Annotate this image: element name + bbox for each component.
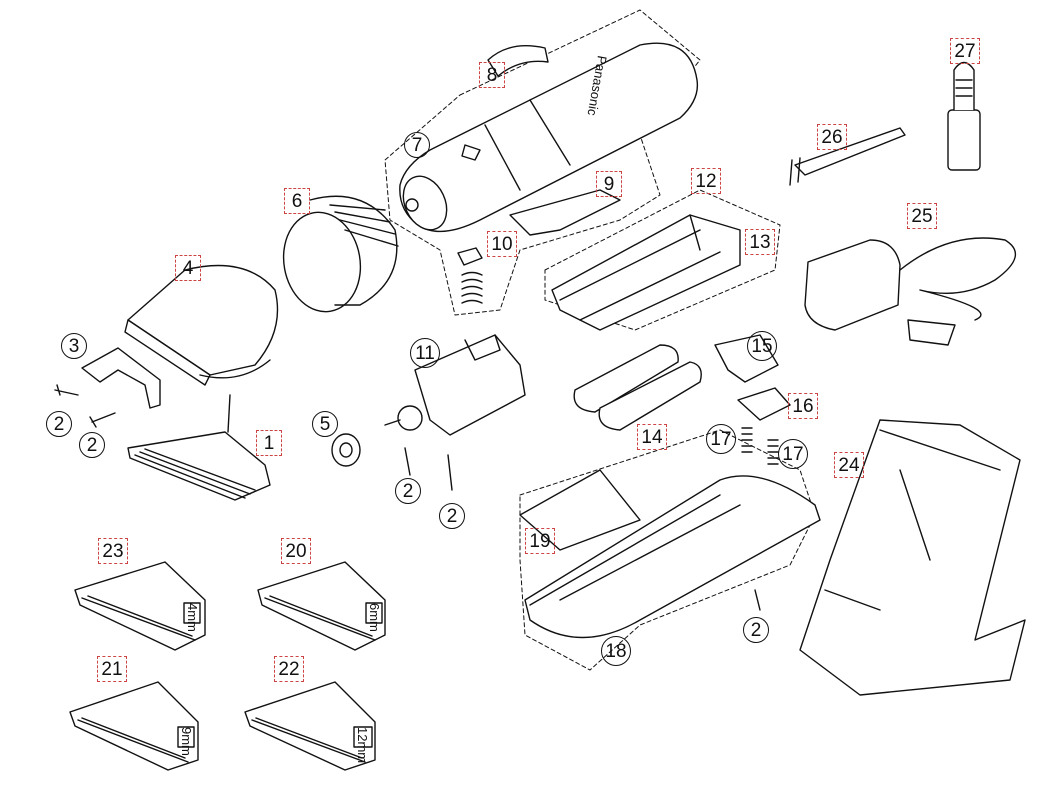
part-label-13: 13 — [745, 229, 775, 255]
clip — [519, 469, 641, 551]
spring — [767, 439, 779, 465]
part-label-2a: 2 — [46, 411, 72, 437]
screw — [89, 412, 116, 428]
part-label-24: 24 — [834, 452, 864, 478]
chassis-frame — [551, 214, 741, 331]
part-label-15: 15 — [747, 331, 777, 361]
main-body — [399, 42, 699, 233]
bracket — [81, 347, 161, 409]
comb-attachment-23 — [74, 561, 206, 651]
part-label-8: 8 — [479, 62, 505, 88]
part-label-11: 11 — [410, 338, 440, 368]
lower-case — [524, 475, 821, 639]
part-label-25: 25 — [907, 203, 937, 229]
oil-bottle — [947, 61, 981, 171]
part-label-26: 26 — [817, 124, 847, 150]
switch-knob — [487, 45, 549, 77]
part-label-2d: 2 — [439, 503, 465, 529]
part-label-2b: 2 — [79, 432, 105, 458]
part-label-19: 19 — [525, 528, 555, 554]
part-label-1: 1 — [256, 430, 282, 456]
comb-marking-12mm: 12mm — [355, 727, 370, 763]
motor — [384, 334, 526, 491]
blade — [127, 394, 271, 501]
adjust-ring — [282, 195, 399, 313]
terminal-bottom — [737, 387, 791, 421]
part-label-7: 7 — [404, 132, 430, 158]
part-label-22: 22 — [274, 656, 304, 682]
part-label-10: 10 — [487, 231, 517, 257]
part-label-4: 4 — [175, 255, 201, 281]
batteries — [573, 344, 702, 431]
part-label-12: 12 — [691, 168, 721, 194]
group-outlines — [384, 9, 816, 671]
part-label-17b: 17 — [778, 439, 808, 469]
switch-slide — [509, 189, 621, 236]
comb-marking-6mm: 6mm — [367, 603, 382, 632]
washer — [331, 433, 361, 467]
part-label-5: 5 — [312, 411, 338, 437]
part-label-14: 14 — [637, 424, 667, 450]
blade-cover — [124, 264, 279, 386]
part-label-21: 21 — [97, 656, 127, 682]
part-label-16: 16 — [788, 393, 818, 419]
part-label-18: 18 — [601, 636, 631, 666]
cleaning-brush — [794, 127, 906, 176]
comb-attachment-22 — [244, 681, 376, 771]
part-label-2e: 2 — [743, 617, 769, 643]
part-label-6: 6 — [284, 188, 310, 214]
spring — [741, 427, 753, 453]
part-label-23: 23 — [98, 538, 128, 564]
comb-marking-9mm: 9mm — [179, 727, 194, 756]
comb-marking-4mm: 4mm — [185, 603, 200, 632]
part-label-3: 3 — [61, 333, 87, 359]
part-label-9: 9 — [596, 171, 622, 197]
part-label-27: 27 — [950, 38, 980, 64]
ac-adapter — [804, 237, 1017, 346]
part-label-2c: 2 — [395, 478, 421, 504]
charging-stand — [799, 419, 1026, 696]
comb-attachment-21 — [69, 681, 199, 771]
part-label-17a: 17 — [706, 424, 736, 454]
comb-attachment-20 — [257, 561, 386, 651]
screw — [54, 384, 79, 396]
part-label-20: 20 — [281, 538, 311, 564]
